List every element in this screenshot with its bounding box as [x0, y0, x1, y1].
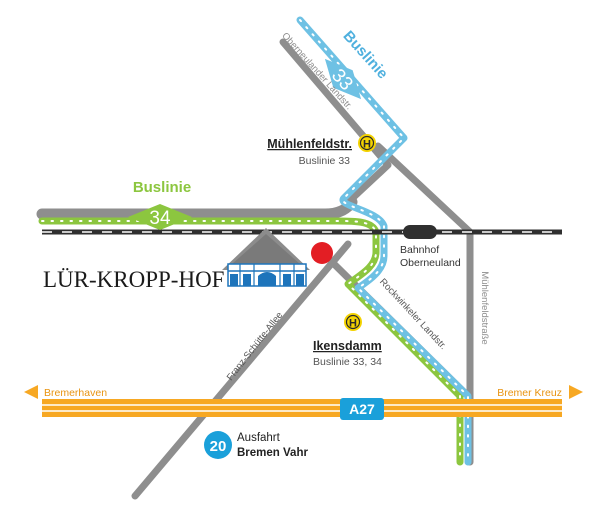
train-station-icon	[403, 225, 437, 239]
arrow-left-icon	[24, 385, 38, 399]
motorway-a27	[24, 385, 583, 417]
farm-name: LÜR-KROPP-HOF	[43, 267, 224, 292]
svg-text:H: H	[349, 318, 357, 330]
exit-label-bremen-vahr: Bremen Vahr	[237, 447, 308, 459]
arrow-right-icon	[569, 385, 583, 399]
bus-stop-muehlenfeld-icon: H	[358, 134, 376, 152]
bus-stop-muehlenfeld-name: Mühlenfeldstr.	[267, 137, 352, 151]
a27-label: A27	[349, 401, 375, 417]
motorway-direction-west: Bremerhaven	[44, 387, 107, 399]
exit-label-ausfahrt: Ausfahrt	[237, 432, 281, 444]
bus-route-33	[296, 16, 472, 466]
farmhouse-icon	[222, 228, 310, 287]
street-label-muehlenfeld: Mühlenfeldstraße	[479, 271, 490, 344]
bus-34-badge	[128, 204, 192, 230]
exit-number-badge	[204, 431, 232, 459]
a27-badge	[340, 398, 384, 420]
street-label-franz-schuette: Franz-Schütte-Allee	[225, 310, 285, 383]
farm-location-marker	[311, 242, 333, 264]
svg-text:H: H	[363, 139, 371, 151]
motorway-direction-east: Bremer Kreuz	[497, 387, 562, 399]
bus-route-34	[38, 217, 464, 466]
motorway-band	[42, 399, 562, 417]
bus-34-title: Buslinie	[133, 179, 191, 196]
bus-33-badge	[324, 58, 362, 100]
bus-stop-ikensdamm-icon: H	[344, 313, 362, 331]
bus-stop-ikensdamm-lines: Buslinie 33, 34	[313, 356, 382, 368]
station-label-bahnhof: Bahnhof	[400, 244, 439, 256]
station-label-oberneuland: Oberneuland	[400, 257, 461, 269]
bus-stop-ikensdamm-name: Ikensdamm	[313, 339, 382, 353]
bus-34-number: 34	[149, 208, 171, 229]
road-main-ew	[36, 196, 358, 220]
road-franz-schuette-allee	[131, 240, 352, 500]
bus-stop-muehlenfeld-lines: Buslinie 33	[299, 155, 351, 167]
exit-number: 20	[210, 438, 227, 455]
